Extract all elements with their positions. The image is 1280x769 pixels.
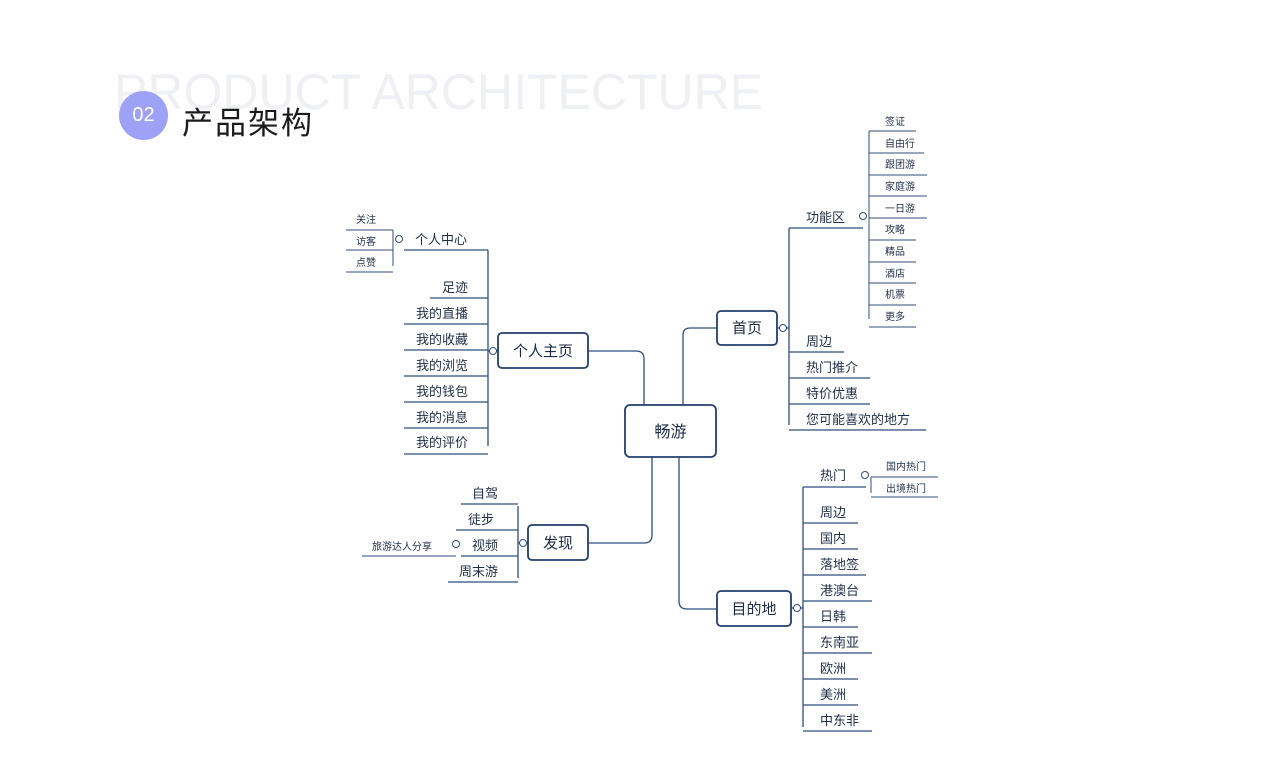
destination-item[interactable]: 国内: [820, 531, 846, 547]
discover-item[interactable]: 周末游: [459, 565, 498, 580]
home-label: 首页: [732, 319, 762, 337]
discover-item[interactable]: 视频: [472, 539, 498, 554]
function-area-item[interactable]: 签证: [885, 115, 905, 128]
root-label: 畅游: [654, 422, 686, 441]
personal-item[interactable]: 我的钱包: [416, 384, 468, 400]
root-node[interactable]: 畅游: [624, 404, 717, 458]
destination-item[interactable]: 落地签: [820, 557, 859, 573]
personal-center-label[interactable]: 个人中心: [415, 233, 467, 248]
personal-center-group: 个人中心 关注 访客 点赞: [356, 213, 467, 269]
function-area-items: 签证 自由行 跟团游 家庭游 一日游 攻略 精品 酒店 机票 更多: [885, 115, 915, 323]
personal-lines: [346, 229, 498, 455]
toggle-discover[interactable]: [519, 539, 527, 547]
destination-node[interactable]: 目的地: [716, 590, 792, 627]
personal-item[interactable]: 我的直播: [416, 306, 468, 322]
home-item[interactable]: 特价优惠: [806, 387, 858, 402]
discover-item[interactable]: 自驾: [472, 487, 498, 502]
destination-item[interactable]: 周边: [820, 506, 846, 521]
destination-item[interactable]: 日韩: [820, 610, 846, 625]
personal-center-item[interactable]: 访客: [356, 235, 376, 248]
toggle-video[interactable]: [452, 540, 460, 548]
personal-item[interactable]: 我的评价: [416, 435, 468, 451]
personal-label: 个人主页: [513, 342, 573, 360]
root-connectors: [588, 327, 717, 610]
function-area-item[interactable]: 攻略: [885, 223, 905, 236]
personal-item[interactable]: 足迹: [442, 281, 468, 296]
function-area-label[interactable]: 功能区: [806, 211, 845, 226]
discover-label: 发现: [543, 534, 573, 552]
destination-item[interactable]: 美洲: [820, 688, 846, 703]
personal-item[interactable]: 我的浏览: [416, 358, 468, 374]
personal-node[interactable]: 个人主页: [497, 332, 589, 369]
hot-label[interactable]: 热门: [820, 469, 846, 484]
section-title: 产品架构: [182, 106, 314, 142]
function-area-item[interactable]: 跟团游: [885, 158, 915, 171]
hot-item[interactable]: 出境热门: [886, 482, 926, 495]
home-items: 功能区 周边 热门推介 特价优惠 您可能喜欢的地方: [806, 211, 910, 428]
personal-center-item[interactable]: 点赞: [356, 256, 376, 269]
function-area-item[interactable]: 自由行: [885, 137, 915, 150]
video-sub-item[interactable]: 旅游达人分享: [372, 540, 432, 553]
home-node[interactable]: 首页: [716, 310, 778, 346]
toggle-hot[interactable]: [861, 471, 869, 479]
discover-items: 自驾 徒步 视频 周末游 旅游达人分享: [372, 487, 498, 580]
function-area-item[interactable]: 家庭游: [885, 180, 915, 193]
collapse-toggles: [395, 212, 869, 612]
home-item[interactable]: 热门推介: [806, 361, 858, 376]
home-item[interactable]: 周边: [806, 335, 832, 350]
destination-label: 目的地: [731, 600, 776, 618]
section-number-badge: 02: [119, 91, 168, 140]
hot-item[interactable]: 国内热门: [886, 460, 926, 473]
home-lines: [778, 130, 927, 431]
function-area-item[interactable]: 更多: [885, 310, 905, 323]
destination-item[interactable]: 港澳台: [820, 583, 859, 599]
background-title: PRODUCT ARCHITECTURE: [114, 64, 764, 120]
destination-item[interactable]: 中东非: [820, 714, 859, 729]
destination-item[interactable]: 欧洲: [820, 662, 846, 677]
function-area-item[interactable]: 精品: [885, 245, 905, 258]
destination-items: 热门 国内热门 出境热门 周边 国内 落地签 港澳台 日韩 东南亚 欧洲 美洲 …: [820, 460, 926, 729]
personal-items: 足迹 我的直播 我的收藏 我的浏览 我的钱包 我的消息 我的评价: [416, 281, 468, 451]
toggle-personal-center[interactable]: [395, 235, 403, 243]
destination-lines: [792, 476, 938, 732]
discover-item[interactable]: 徒步: [468, 513, 494, 528]
personal-center-item[interactable]: 关注: [356, 213, 376, 226]
home-item[interactable]: 您可能喜欢的地方: [806, 412, 910, 428]
discover-node[interactable]: 发现: [527, 524, 589, 561]
function-area-item[interactable]: 机票: [885, 288, 905, 301]
toggle-home[interactable]: [779, 324, 787, 332]
function-area-item[interactable]: 一日游: [885, 202, 915, 215]
destination-item[interactable]: 东南亚: [820, 635, 859, 651]
toggle-function-area[interactable]: [859, 212, 867, 220]
toggle-personal[interactable]: [489, 347, 497, 355]
function-area-item[interactable]: 酒店: [885, 267, 905, 280]
toggle-destination[interactable]: [793, 604, 801, 612]
personal-item[interactable]: 我的收藏: [416, 332, 468, 348]
personal-item[interactable]: 我的消息: [416, 410, 468, 426]
